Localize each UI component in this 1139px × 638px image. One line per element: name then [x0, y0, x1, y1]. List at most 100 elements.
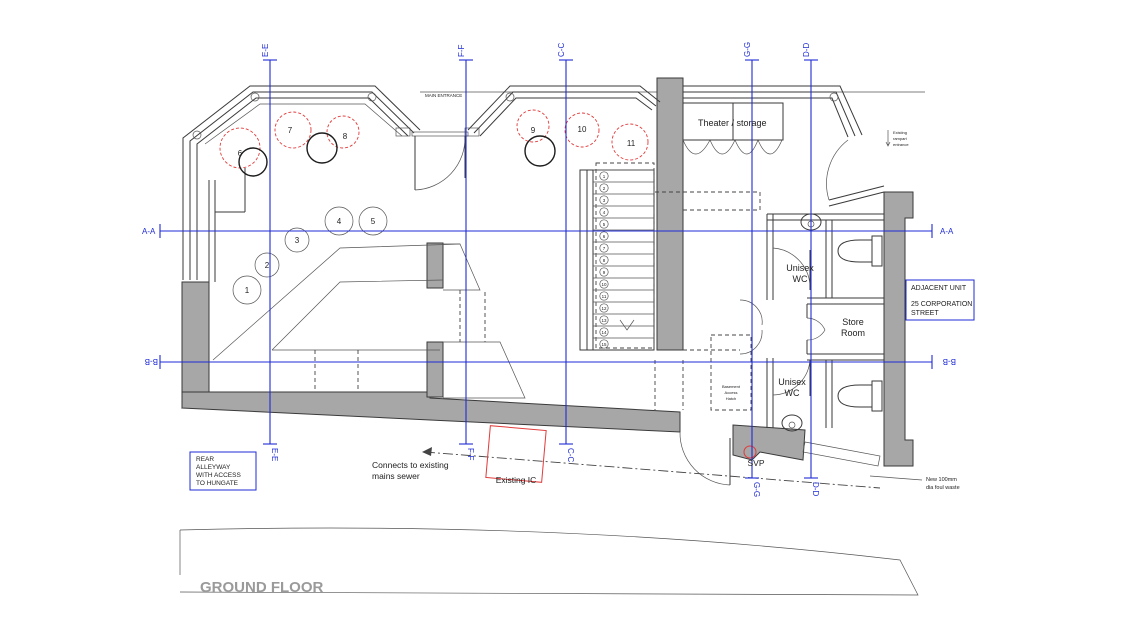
table-number-2: 2 — [265, 261, 270, 270]
table-1 — [232, 275, 262, 305]
stair-step-number: 11 — [602, 294, 607, 299]
room-labels: MAIN ENTRANCE Theater / storage Existing… — [189, 93, 975, 596]
stair-step-number: 1 — [603, 174, 606, 179]
adjacent-address-line-1: 25 CORPORATION — [911, 301, 972, 308]
table-number-11: 11 — [627, 139, 636, 148]
walls — [181, 77, 914, 467]
section-label-ff: F-F — [466, 448, 475, 461]
table-number-8: 8 — [343, 132, 348, 141]
hatch-line-3: Hatch — [726, 396, 736, 401]
table-number-4: 4 — [337, 217, 342, 226]
sewer-line-1: Connects to existing — [372, 460, 449, 470]
unisex-wc-1-line-1: Unisex — [786, 263, 814, 273]
section-label-dd: D-D — [802, 43, 811, 57]
stair-step-number: 2 — [603, 186, 606, 191]
unisex-wc-2-line-1: Unisex — [778, 377, 806, 387]
adjacent-address-line-2: STREET — [911, 310, 939, 317]
removed-table-outline — [274, 111, 312, 149]
existing-table — [524, 135, 556, 167]
adjacent-unit-label: ADJACENT UNIT — [911, 285, 967, 292]
site-boundary — [179, 91, 925, 596]
section-label-aa: A-A — [940, 227, 954, 236]
table-number-3: 3 — [295, 236, 300, 245]
section-label-ee: E-E — [270, 448, 279, 461]
table-number-6: 6 — [238, 149, 243, 158]
stair-step-number: 7 — [603, 246, 606, 251]
doors — [411, 131, 885, 486]
removed-table-outline — [326, 115, 360, 149]
rear-alleyway-box — [189, 451, 257, 491]
unisex-wc-1-line-2: WC — [793, 274, 808, 284]
stair-step-number: 14 — [601, 330, 607, 335]
stair-step-marker — [599, 231, 609, 241]
store-room-line-1: Store — [842, 317, 864, 327]
table-number-1: 1 — [245, 286, 250, 295]
stair-step-number: 3 — [603, 198, 606, 203]
table-3 — [284, 227, 310, 253]
section-label-gg: G-G — [743, 42, 752, 57]
wc-fittings — [710, 213, 883, 432]
existing-table — [306, 132, 338, 164]
stair-step-marker — [599, 279, 609, 289]
central-void — [212, 191, 761, 410]
table-number-9: 9 — [531, 126, 536, 135]
rampart-line-2: rampart — [893, 136, 908, 141]
stair-step-number: 10 — [601, 282, 607, 287]
main-entrance-label: MAIN ENTRANCE — [425, 93, 462, 98]
foul-waste-line-1: New 100mm — [926, 477, 957, 483]
stair-step-marker — [599, 195, 609, 205]
stair-step-marker — [599, 327, 609, 337]
stair-step-number: 6 — [603, 234, 606, 239]
stair-step-number: 8 — [603, 258, 606, 263]
stair-step-marker — [599, 219, 609, 229]
rear-line-4: TO HUNGATE — [196, 480, 239, 487]
drawing-title: GROUND FLOOR — [200, 579, 323, 596]
rear-line-1: REAR — [196, 456, 214, 463]
theater-storage — [682, 102, 784, 141]
rear-line-2: ALLEYWAY — [196, 464, 231, 471]
stair-step-number: 12 — [601, 306, 607, 311]
section-label-bb: B-B — [943, 357, 956, 366]
removed-table-outline — [516, 109, 550, 143]
rampart-line-3: entrance — [893, 142, 909, 147]
stair-step-marker — [599, 171, 609, 181]
section-label-bb: B-B — [145, 357, 158, 366]
stair-step-number: 4 — [603, 210, 606, 215]
stair-step-marker — [599, 315, 609, 325]
stair-step-number: 15 — [601, 342, 607, 347]
adjacent-unit-box — [905, 279, 975, 321]
section-label-cc: C-C — [566, 448, 575, 462]
stair-step-marker — [599, 183, 609, 193]
section-label-cc: C-C — [557, 43, 566, 57]
stair-step-marker — [599, 243, 609, 253]
rear-line-3: WITH ACCESS — [196, 472, 241, 479]
existing-ic-label: Existing IC — [496, 475, 537, 485]
drainage — [422, 425, 923, 489]
section-label-ee: E-E — [261, 44, 270, 57]
section-label-gg: G-G — [752, 482, 761, 497]
table-number-10: 10 — [578, 125, 587, 134]
table-5 — [358, 206, 388, 236]
section-label-dd: D-D — [811, 482, 820, 496]
svp-label: SVP — [747, 458, 764, 468]
stair-step-marker — [599, 303, 609, 313]
stair-step-marker — [599, 267, 609, 277]
stair-step-marker — [599, 255, 609, 265]
table-4 — [324, 206, 354, 236]
table-2 — [254, 252, 280, 278]
theater-storage-label: Theater / storage — [698, 118, 767, 128]
section-label-aa: A-A — [142, 227, 156, 236]
stair-step-marker — [599, 291, 609, 301]
bay-windows — [182, 85, 863, 280]
foul-waste-line-2: dia foul waste — [926, 485, 960, 491]
stair-step-marker — [599, 339, 609, 349]
existing-table — [238, 147, 268, 177]
stair-step-number: 13 — [601, 318, 607, 323]
stair-step-marker — [599, 207, 609, 217]
removed-table-outline — [611, 123, 649, 161]
stair-step-number: 5 — [603, 222, 606, 227]
tables: 1 2 3 4 5 6 7 8 9 10 11 — [219, 109, 649, 305]
store-room-line-2: Room — [841, 328, 865, 338]
